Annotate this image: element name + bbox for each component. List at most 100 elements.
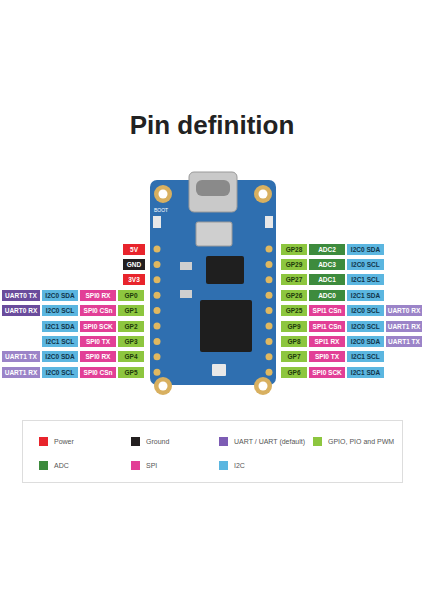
legend-item: Power <box>39 437 74 446</box>
pin-label: I2C0 SCL <box>347 259 384 270</box>
legend-text: GPIO, PIO and PWM <box>328 438 394 445</box>
pin-label: I2C0 SDA <box>347 244 384 255</box>
pin-label: GP28 <box>281 244 307 255</box>
pin-pad <box>266 369 273 376</box>
pin-pad <box>154 323 161 330</box>
pin-label: ADC2 <box>309 244 345 255</box>
pin-label: I2C1 SCL <box>42 336 78 347</box>
legend-swatch <box>39 461 48 470</box>
pin-label: UART1 RX <box>386 321 422 332</box>
pin-label: SPI0 RX <box>80 290 116 301</box>
pin-label: I2C1 SDA <box>347 367 384 378</box>
pin-label: UART1 TX <box>2 351 40 362</box>
pin-label: I2C1 SDA <box>347 290 384 301</box>
pin-label: GP27 <box>281 274 307 285</box>
pin-text: SPI0 SCK <box>312 367 342 378</box>
pin-label: GND <box>123 259 145 270</box>
pin-text: SPI1 CSn <box>313 321 342 332</box>
pin-text: SPI1 RX <box>315 336 340 347</box>
pin-text: ADC1 <box>318 274 336 285</box>
pin-text: I2C1 SCL <box>351 274 380 285</box>
legend-swatch <box>219 461 228 470</box>
pin-text: GP4 <box>124 351 137 362</box>
pin-label: SPI0 TX <box>309 351 345 362</box>
pin-pad <box>154 353 161 360</box>
pin-pad <box>266 323 273 330</box>
pin-text: I2C0 SDA <box>45 351 74 362</box>
pin-label: I2C0 SCL <box>347 321 384 332</box>
pin-pads <box>154 246 273 376</box>
legend-item: GPIO, PIO and PWM <box>313 437 394 446</box>
pin-label: GP1 <box>118 305 144 316</box>
legend-swatch <box>39 437 48 446</box>
legend-item: UART / UART (default) <box>219 437 305 446</box>
pin-text: GP1 <box>124 305 137 316</box>
pin-text: SPI0 CSn <box>84 367 113 378</box>
pin-label: GP2 <box>118 321 144 332</box>
legend-swatch <box>131 437 140 446</box>
pin-text: ADC3 <box>318 259 336 270</box>
pin-label: GP0 <box>118 290 144 301</box>
pin-text: I2C0 SDA <box>45 290 74 301</box>
pin-text: ADC0 <box>318 290 336 301</box>
pin-text: GP9 <box>287 321 300 332</box>
pin-text: 3V3 <box>128 274 140 285</box>
mounting-hole <box>254 185 272 203</box>
pin-label: GP7 <box>281 351 307 362</box>
pin-text: 5V <box>130 244 138 255</box>
pin-label: I2C0 SCL <box>347 305 384 316</box>
pin-pad <box>154 307 161 314</box>
pin-pad <box>266 292 273 299</box>
pin-label: GP8 <box>281 336 307 347</box>
mcu-chip <box>200 300 252 352</box>
pin-label: I2C1 SDA <box>42 321 78 332</box>
mounting-hole <box>154 185 172 203</box>
pin-label: I2C0 SCL <box>42 367 78 378</box>
pin-label: ADC1 <box>309 274 345 285</box>
pin-label: GP3 <box>118 336 144 347</box>
legend-item: Ground <box>131 437 169 446</box>
pin-label: GP25 <box>281 305 307 316</box>
pin-text: GP28 <box>286 244 303 255</box>
component <box>180 262 192 270</box>
legend-item: SPI <box>131 461 157 470</box>
pin-text: ADC2 <box>318 244 336 255</box>
pin-label: 3V3 <box>123 274 145 285</box>
pin-text: I2C0 SCL <box>351 321 380 332</box>
pin-label: I2C1 SCL <box>347 274 384 285</box>
pin-text: GP2 <box>124 321 137 332</box>
pin-label: SPI1 RX <box>309 336 345 347</box>
pin-label: SPI0 RX <box>80 351 116 362</box>
pin-label: SPI1 CSn <box>309 321 345 332</box>
legend-text: SPI <box>146 462 157 469</box>
pin-label: SPI1 CSn <box>309 305 345 316</box>
legend-item: I2C <box>219 461 245 470</box>
pin-text: I2C0 SCL <box>46 305 75 316</box>
legend-swatch <box>131 461 140 470</box>
pin-label: SPI0 SCK <box>309 367 345 378</box>
pin-text: GP7 <box>287 351 300 362</box>
pin-pad <box>154 338 161 345</box>
pin-text: UART0 TX <box>5 290 37 301</box>
pin-pad <box>154 369 161 376</box>
pin-text: I2C0 SDA <box>351 336 380 347</box>
legend-text: ADC <box>54 462 69 469</box>
pin-text: GP29 <box>286 259 303 270</box>
pin-text: UART0 RX <box>5 305 38 316</box>
component <box>180 290 192 298</box>
pin-text: I2C0 SCL <box>46 367 75 378</box>
legend-text: I2C <box>234 462 245 469</box>
pin-label: I2C0 SDA <box>42 290 78 301</box>
pin-label: SPI0 CSn <box>80 305 116 316</box>
sd-slot <box>196 222 232 246</box>
pin-pad <box>154 246 161 253</box>
pin-text: UART1 RX <box>5 367 38 378</box>
pin-pad <box>266 353 273 360</box>
pin-pad <box>154 261 161 268</box>
pin-label: GP9 <box>281 321 307 332</box>
usb-c-connector <box>189 172 237 212</box>
pin-text: UART1 TX <box>5 351 37 362</box>
led <box>212 364 226 376</box>
pin-label: SPI0 SCK <box>80 321 116 332</box>
